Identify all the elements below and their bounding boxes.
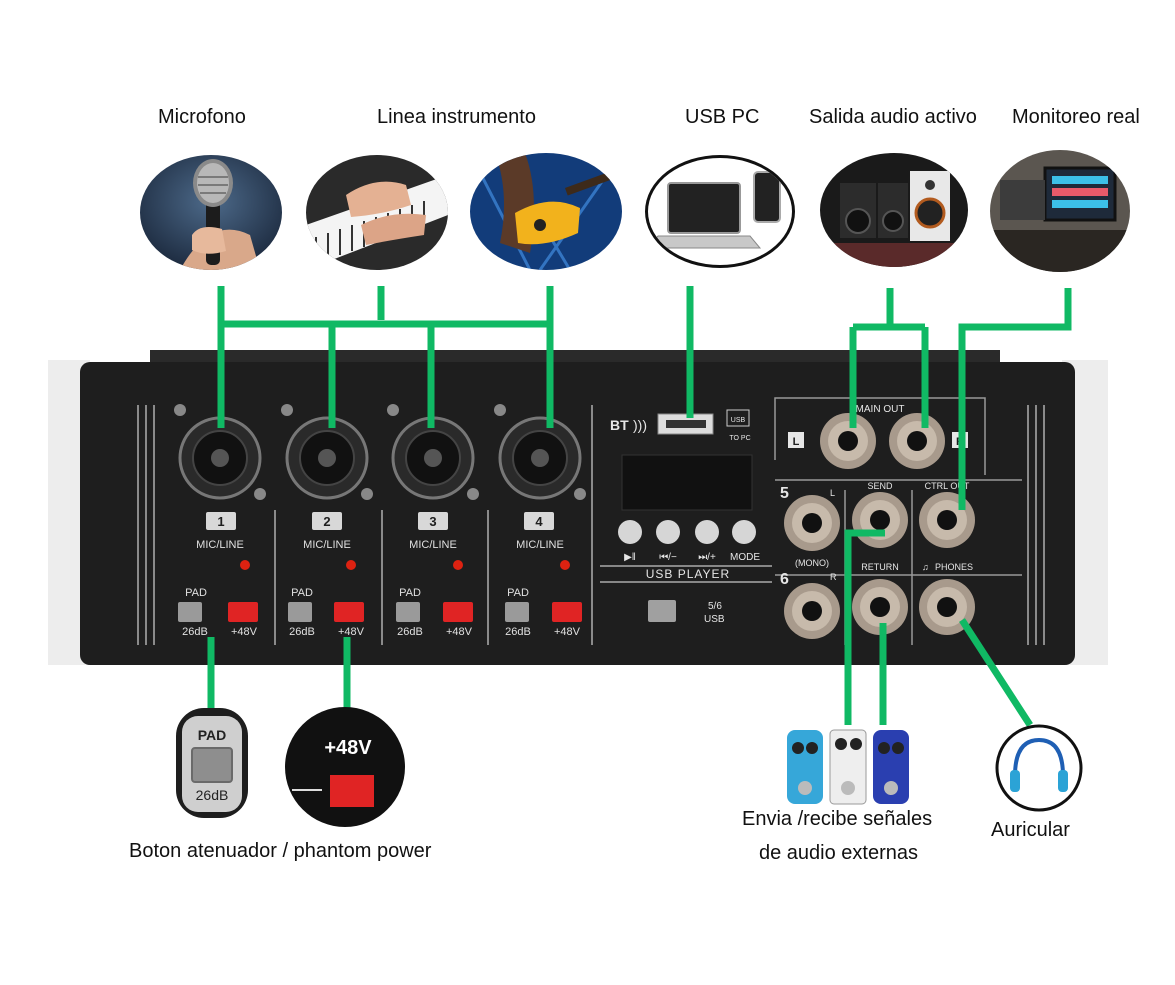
channel-strip-2 — [281, 404, 373, 622]
channel-2-pad-label: PAD — [291, 587, 313, 599]
label-line-instrument: Linea instrumento — [377, 106, 536, 128]
channel-1-pad-label: PAD — [185, 587, 207, 599]
channel-6-label: 6 — [780, 571, 789, 588]
channel-strip-3 — [387, 404, 479, 622]
jack-send[interactable] — [852, 492, 908, 548]
channel-2-pad-value: 26dB — [289, 626, 315, 638]
channel-3-type: MIC/LINE — [409, 539, 457, 551]
main-out-label: MAIN OUT — [856, 404, 905, 415]
channel-3-pad-value: 26dB — [397, 626, 423, 638]
play-pause-button[interactable] — [618, 520, 642, 544]
pad-inset-title: PAD — [198, 727, 227, 743]
keyboard-photo — [306, 155, 448, 270]
ctrl-out-label: CTRL OUT — [925, 481, 970, 491]
next-label: ⏭/+ — [698, 552, 716, 563]
next-button[interactable] — [695, 520, 719, 544]
headphone-icon — [995, 724, 1083, 812]
pad-inset-value: 26dB — [196, 787, 229, 803]
speakers-photo — [820, 153, 968, 267]
channel-4-pad-value: 26dB — [505, 626, 531, 638]
channel-4-number: 4 — [535, 514, 543, 529]
channel-4-pad-label: PAD — [507, 587, 529, 599]
channel-5-label: 5 — [780, 485, 789, 502]
channel-6-right-label: R — [830, 572, 837, 582]
return-label: RETURN — [861, 562, 899, 572]
main-out-left-label: L — [793, 436, 800, 448]
channel-1-pad-value: 26dB — [182, 626, 208, 638]
channel-2-number: 2 — [323, 514, 330, 529]
pad-button-inset: PAD 26dB — [176, 708, 248, 818]
label-real-monitoring: Monitoreo real — [1012, 106, 1140, 128]
channel-2-phantom-label: +48V — [338, 626, 365, 638]
label-headphone: Auricular — [991, 819, 1070, 841]
connection-lines — [207, 286, 1072, 727]
channel-3-number: 3 — [429, 514, 436, 529]
effects-pedals-picture — [787, 729, 909, 805]
phantom-inset-title: +48V — [324, 737, 372, 759]
jack-input-5[interactable] — [784, 495, 840, 551]
send-label: SEND — [867, 481, 893, 491]
phantom-button-inset: +48V — [285, 707, 405, 827]
usb-player-label: USB PLAYER — [646, 567, 730, 581]
laptop-phone-picture — [645, 155, 795, 268]
channel-3-pad-label: PAD — [399, 587, 421, 599]
channel-strip-4 — [494, 404, 586, 622]
mono-label: (MONO) — [795, 558, 829, 568]
label-active-audio-out: Salida audio activo — [809, 106, 977, 128]
jack-main-out-right[interactable] — [889, 413, 945, 469]
phones-label: PHONES — [935, 562, 973, 572]
headphone-small-icon: ♫ — [922, 562, 929, 572]
source-switch-label-2: USB — [704, 614, 725, 625]
channel-strip-1 — [174, 404, 266, 622]
previous-label: ⏮/− — [659, 552, 677, 563]
jack-ctrl-out[interactable] — [919, 492, 975, 548]
channel-3-phantom-label: +48V — [446, 626, 473, 638]
label-microphone: Microfono — [158, 106, 246, 128]
bluetooth-signal-icon: ))) — [633, 417, 647, 433]
to-pc-label: TO PC — [729, 435, 750, 442]
usb-to-pc-label: USB — [731, 417, 746, 424]
label-send-receive-1: Envia /recibe señales — [742, 808, 933, 830]
channel-2-type: MIC/LINE — [303, 539, 351, 551]
usb-player-display — [621, 454, 753, 511]
channel-5-left-label: L — [830, 488, 835, 498]
previous-button[interactable] — [656, 520, 680, 544]
channel-4-type: MIC/LINE — [516, 539, 564, 551]
channel-1-type: MIC/LINE — [196, 539, 244, 551]
label-send-receive-2: de audio externas — [759, 842, 919, 864]
bt-label: BT — [610, 417, 629, 433]
jack-main-out-left[interactable] — [820, 413, 876, 469]
channel-1-phantom-label: +48V — [231, 626, 258, 638]
label-pad-phantom: Boton atenuador / phantom power — [129, 840, 432, 862]
mode-label: MODE — [730, 552, 760, 563]
microphone-photo — [140, 155, 282, 270]
source-switch-label-1: 5/6 — [708, 601, 722, 612]
play-pause-label: ▶‖ — [624, 552, 636, 563]
jack-return[interactable] — [852, 579, 908, 635]
mode-button[interactable] — [732, 520, 756, 544]
channel-1-number: 1 — [217, 514, 224, 529]
source-switch-button[interactable] — [648, 600, 676, 622]
label-usb-pc: USB PC — [685, 106, 760, 128]
channel-4-phantom-label: +48V — [554, 626, 581, 638]
jack-input-6[interactable] — [784, 583, 840, 639]
